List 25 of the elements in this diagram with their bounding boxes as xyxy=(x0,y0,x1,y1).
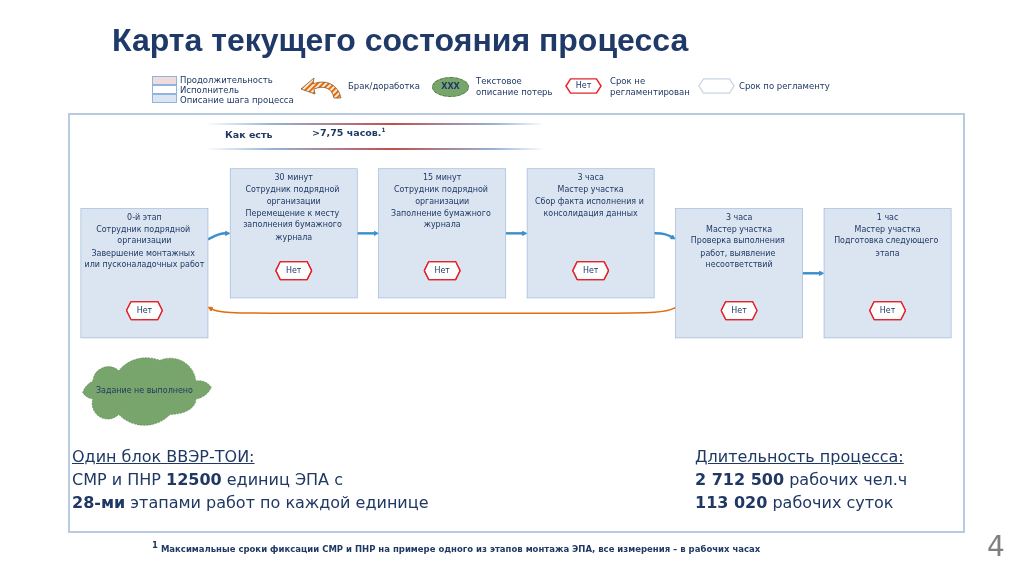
info-text: 2 712 500 рабочих чел.ч xyxy=(695,470,908,489)
info-text: 113 020 рабочих суток xyxy=(695,493,894,512)
legend-text: Продолжительность xyxy=(180,75,273,86)
legend-text: Описание шага процесса xyxy=(180,95,294,106)
legend-text: Срок не регламентирован xyxy=(610,76,691,98)
status-tag: Нет xyxy=(565,78,602,94)
info-text: 28-ми этапами работ по каждой единице xyxy=(72,493,429,512)
arrow xyxy=(207,230,231,241)
info-text: СМР и ПНР 12500 единиц ЭПА с xyxy=(72,470,343,489)
legend-text: Исполнитель xyxy=(180,85,239,96)
legend-text: Срок по регламенту xyxy=(739,81,830,92)
arrow xyxy=(357,230,379,237)
arrow xyxy=(654,232,676,240)
section-heading: Один блок ВВЭР-ТОИ: xyxy=(72,447,255,466)
loss-ellipse: XXX xyxy=(432,77,469,97)
arrow xyxy=(207,306,677,314)
duration-text: >7,75 часов.$^{1}$ xyxy=(312,127,386,138)
slide-title: Карта текущего состояния процесса xyxy=(112,22,689,59)
row-label: Как есть xyxy=(225,129,273,140)
arrow xyxy=(802,270,825,276)
legend-text: Брак/доработка xyxy=(348,81,420,92)
section-heading: Длительность процесса: xyxy=(695,447,904,466)
arrow xyxy=(505,230,528,237)
page-number: 4 xyxy=(987,530,1005,563)
legend-text: Текстовое описание потерь xyxy=(476,76,554,98)
